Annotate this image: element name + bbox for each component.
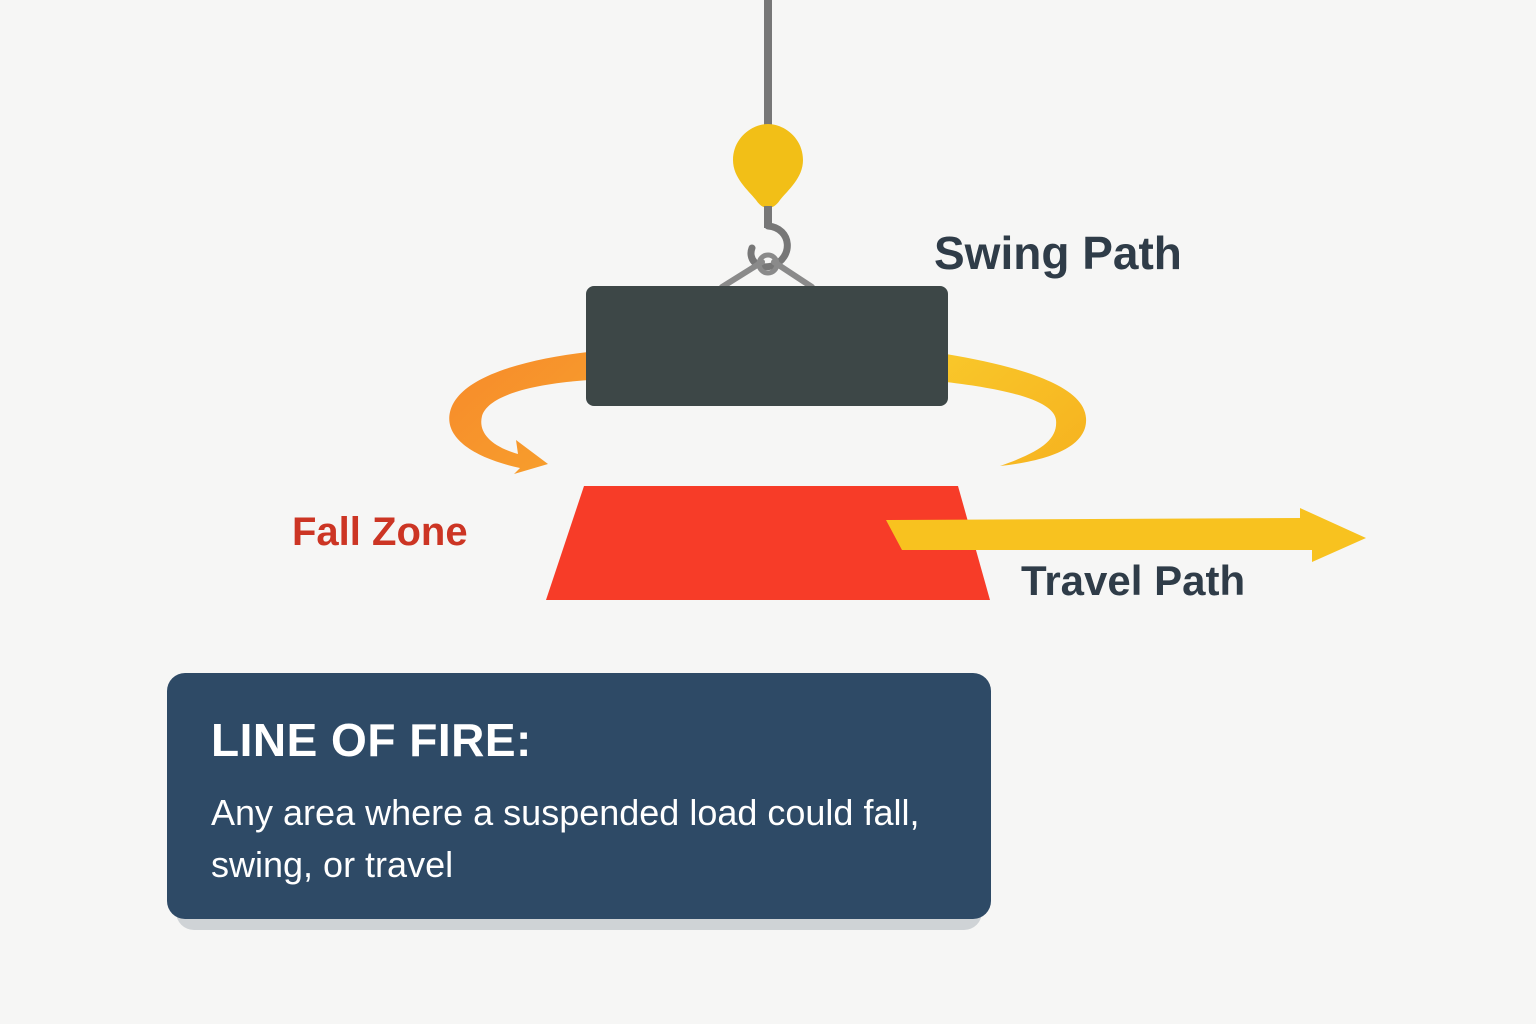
suspended-load bbox=[586, 286, 948, 406]
info-description: Any area where a suspended load could fa… bbox=[211, 792, 920, 885]
crane-hook-icon bbox=[747, 222, 791, 271]
fall-zone-label: Fall Zone bbox=[292, 510, 468, 554]
sling-right bbox=[771, 259, 815, 290]
swing-path-label: Swing Path bbox=[934, 227, 1182, 279]
travel-path-arrow bbox=[886, 508, 1366, 562]
swing-arrow-left bbox=[449, 352, 590, 474]
fall-zone bbox=[546, 486, 990, 600]
hook-block bbox=[733, 124, 803, 208]
hook-shank bbox=[764, 206, 772, 228]
sling-left bbox=[719, 259, 765, 290]
travel-path-label: Travel Path bbox=[1021, 557, 1246, 604]
sling-ring bbox=[756, 252, 780, 276]
info-title: LINE OF FIRE: bbox=[211, 714, 532, 766]
line-of-fire-info-box: LINE OF FIRE: Any area where a suspended… bbox=[167, 673, 991, 919]
swing-arrow-right bbox=[946, 354, 1087, 466]
crane-cable bbox=[764, 0, 772, 138]
